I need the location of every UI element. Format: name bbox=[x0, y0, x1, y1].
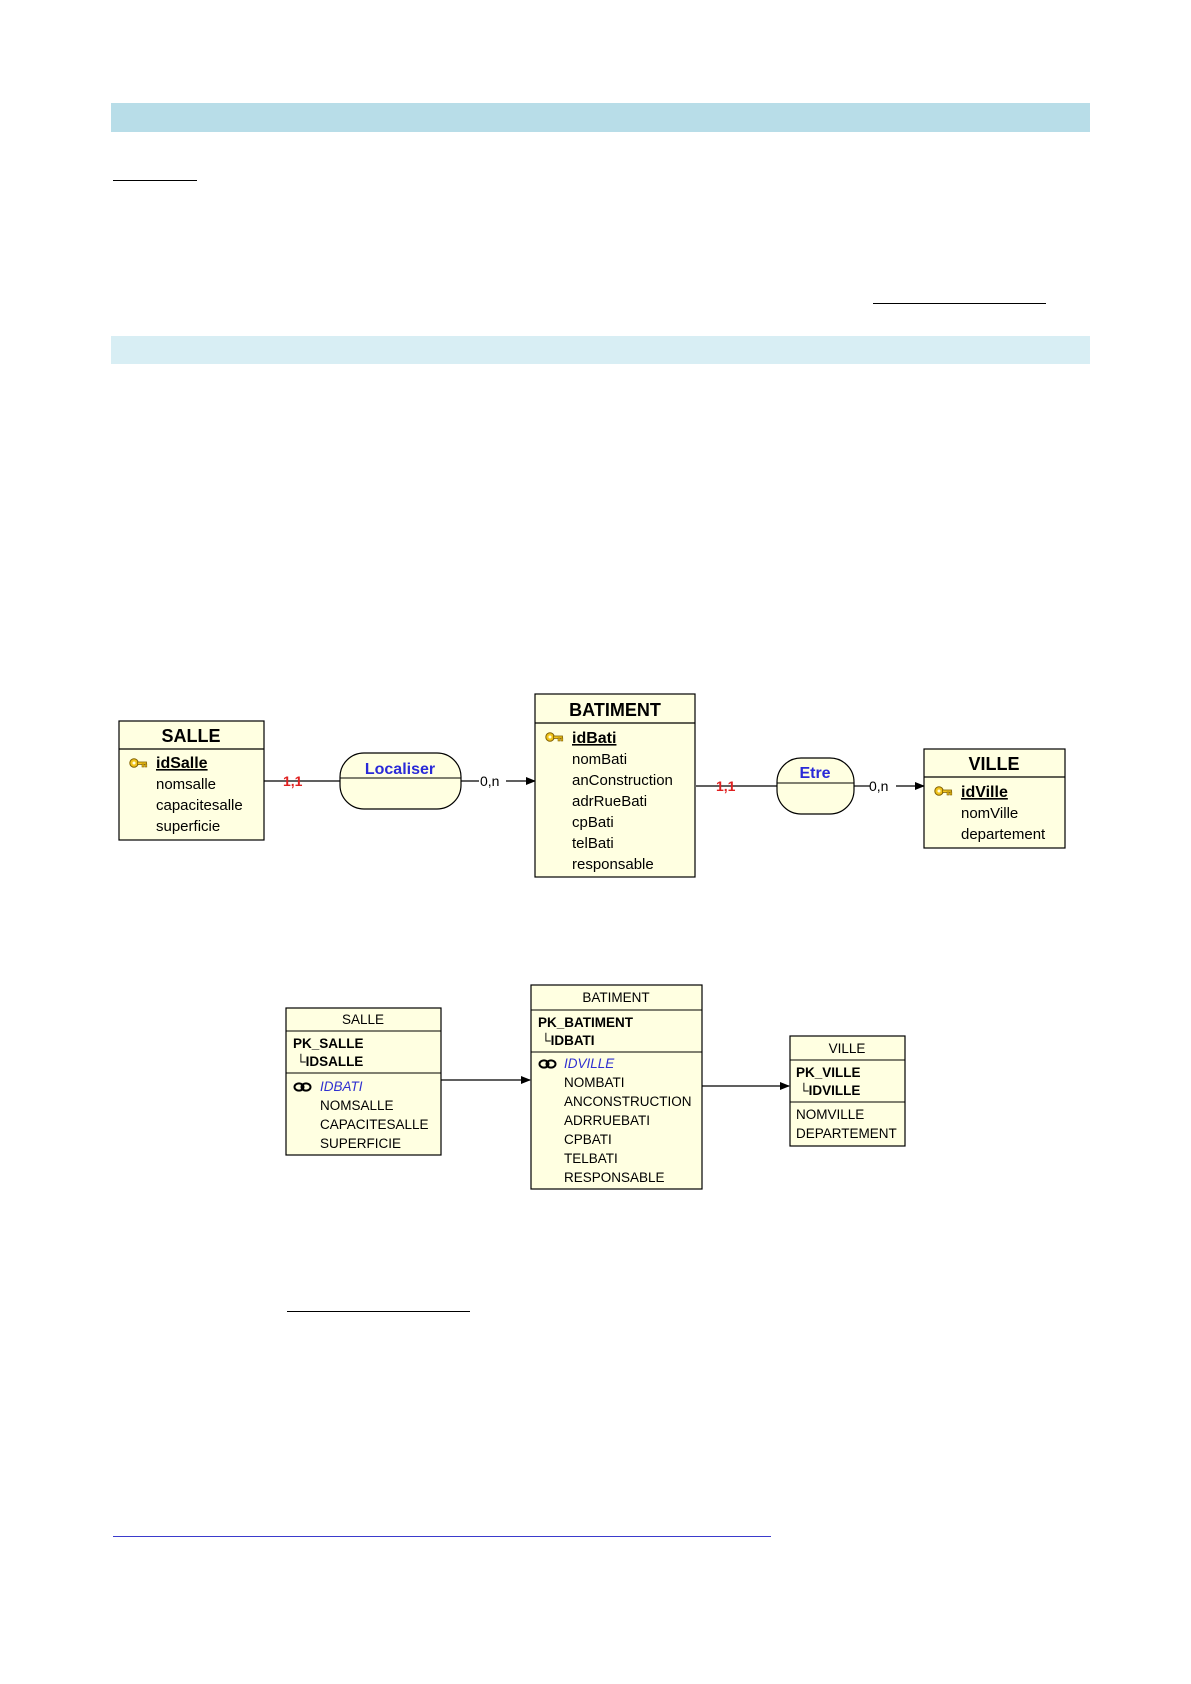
table-salle-col: SUPERFICIE bbox=[320, 1136, 401, 1151]
underline-1 bbox=[113, 180, 197, 181]
table-salle-fk: IDBATI bbox=[320, 1079, 363, 1094]
table-batiment-col: RESPONSABLE bbox=[564, 1170, 665, 1185]
table-batiment-pk-col: └IDBATI bbox=[541, 1032, 595, 1048]
card-salle-localiser: 1,1 bbox=[283, 773, 303, 789]
entity-salle: SALLE idSalle nomsalle capacitesalle sup… bbox=[118, 720, 265, 841]
entity-ville-attr: departement bbox=[961, 826, 1046, 843]
association-etre: Etre bbox=[776, 757, 855, 815]
entity-ville: VILLE idVille nomVille departement bbox=[923, 748, 1066, 849]
table-ville-title: VILLE bbox=[829, 1041, 866, 1056]
table-batiment: BATIMENT PK_BATIMENT └IDBATI IDVILLE NOM… bbox=[530, 984, 703, 1190]
table-salle-pk: PK_SALLE bbox=[293, 1036, 364, 1051]
section-band-2 bbox=[111, 336, 1090, 364]
table-batiment-col: TELBATI bbox=[564, 1151, 618, 1166]
entity-salle-attr: capacitesalle bbox=[156, 797, 243, 814]
table-batiment-title: BATIMENT bbox=[582, 990, 649, 1005]
hyperlink-underline bbox=[113, 1536, 771, 1537]
table-ville-pk: PK_VILLE bbox=[796, 1065, 861, 1080]
entity-salle-title: SALLE bbox=[161, 726, 220, 746]
entity-salle-attr: nomsalle bbox=[156, 776, 216, 793]
underline-2 bbox=[873, 303, 1046, 304]
card-localiser-batiment: 0,n bbox=[480, 773, 499, 789]
card-batiment-etre: 1,1 bbox=[716, 778, 736, 794]
entity-batiment-attr: nomBati bbox=[572, 751, 627, 768]
entity-salle-key: idSalle bbox=[156, 755, 208, 772]
entity-batiment-attr: cpBati bbox=[572, 814, 614, 831]
table-batiment-pk: PK_BATIMENT bbox=[538, 1015, 634, 1030]
entity-batiment-attr: adrRueBati bbox=[572, 793, 647, 810]
association-localiser-label: Localiser bbox=[365, 761, 435, 778]
table-salle: SALLE PK_SALLE └IDSALLE IDBATI NOMSALLE … bbox=[285, 1007, 442, 1156]
entity-salle-attr: superficie bbox=[156, 818, 220, 835]
entity-batiment-attr: anConstruction bbox=[572, 772, 673, 789]
table-ville-col: DEPARTEMENT bbox=[796, 1126, 897, 1141]
entity-batiment-key: idBati bbox=[572, 730, 616, 747]
entity-batiment-title: BATIMENT bbox=[569, 700, 661, 720]
association-etre-label: Etre bbox=[799, 765, 830, 782]
table-batiment-col: ADRRUEBATI bbox=[564, 1113, 650, 1128]
underline-3 bbox=[287, 1311, 470, 1312]
table-salle-title: SALLE bbox=[342, 1012, 384, 1027]
association-localiser: Localiser bbox=[339, 752, 462, 810]
table-salle-col: NOMSALLE bbox=[320, 1098, 394, 1113]
table-batiment-col: CPBATI bbox=[564, 1132, 612, 1147]
entity-ville-key: idVille bbox=[961, 784, 1008, 801]
entity-batiment-attr: responsable bbox=[572, 856, 654, 873]
table-batiment-col: NOMBATI bbox=[564, 1075, 625, 1090]
table-batiment-col: ANCONSTRUCTION bbox=[564, 1094, 692, 1109]
table-salle-pk-col: └IDSALLE bbox=[296, 1053, 363, 1069]
table-ville-pk-col: └IDVILLE bbox=[799, 1082, 860, 1098]
entity-batiment: BATIMENT idBati nomBati anConstruction a… bbox=[534, 693, 696, 878]
entity-batiment-attr: telBati bbox=[572, 835, 614, 852]
table-salle-col: CAPACITESALLE bbox=[320, 1117, 429, 1132]
entity-ville-attr: nomVille bbox=[961, 805, 1018, 822]
table-ville-col: NOMVILLE bbox=[796, 1107, 864, 1122]
card-etre-ville: 0,n bbox=[869, 778, 888, 794]
section-band-1 bbox=[111, 103, 1090, 132]
table-ville: VILLE PK_VILLE └IDVILLE NOMVILLE DEPARTE… bbox=[789, 1035, 906, 1147]
table-batiment-fk: IDVILLE bbox=[564, 1056, 615, 1071]
entity-ville-title: VILLE bbox=[968, 754, 1019, 774]
